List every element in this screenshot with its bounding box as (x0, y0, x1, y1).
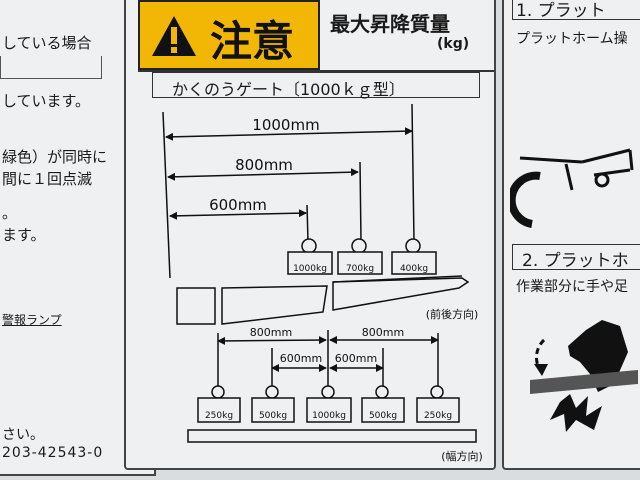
depth-dim-label-600: 600mm (209, 196, 267, 214)
depth-weight-label-1000: 1000kg (293, 264, 327, 274)
depth-diagram (162, 103, 477, 443)
width-weight-label-1000: 1000kg (312, 411, 346, 421)
step1-box (512, 0, 640, 20)
drop-line-1000 (411, 103, 415, 243)
left-line-3: 緑色）が同時に (2, 148, 108, 166)
step2-box (512, 244, 640, 270)
max-lift-title: 最大昇降質量 (330, 12, 450, 36)
width-weight-500-left (251, 385, 295, 423)
dim-line-800 (167, 168, 359, 181)
left-line-5: 。 (2, 204, 18, 222)
left-line-4: 間に１回点滅 (2, 170, 93, 188)
width-weight-500-right (361, 385, 405, 423)
part-number: 203-42543-0 (2, 445, 104, 461)
step1-title: 1. プラット (516, 1, 606, 21)
left-line-8: さい。 (2, 427, 44, 443)
depth-weight-label-700: 700kg (346, 264, 374, 274)
platform-top-line (332, 275, 463, 283)
platform-section-3 (332, 277, 470, 311)
width-dim-label-600-left: 600mm (280, 352, 322, 365)
width-weight-label-500-right: 500kg (369, 411, 397, 421)
hand-pinch-warning-illustration (530, 320, 638, 432)
platform-section-2 (221, 285, 328, 325)
width-weight-1000 (306, 385, 352, 423)
truck-illustration (510, 148, 634, 228)
depth-weight-400 (391, 238, 437, 275)
drop-line-600 (306, 204, 309, 243)
gate-title-box (152, 72, 480, 98)
width-dim-800-left (217, 336, 327, 345)
width-weight-label-250-left: 250kg (205, 411, 233, 421)
right-label-panel (502, 0, 640, 470)
left-line-2: しています。 (2, 92, 91, 110)
rotate-arrow-icon (535, 338, 546, 371)
left-line-6: ます。 (2, 226, 46, 244)
left-line-7: 警報ランプ (2, 313, 62, 327)
left-line-1: している場合 (2, 34, 92, 52)
width-dim-label-600-right: 600mm (335, 352, 377, 365)
step2-text: 作業部分に手や足 (516, 279, 628, 295)
warning-header: 注意 (138, 0, 320, 70)
width-weight-label-500-left: 500kg (259, 411, 287, 421)
width-dim-label-800-left: 800mm (250, 326, 292, 339)
header-rule (138, 70, 494, 72)
step1-text: プラットホーム操 (516, 31, 628, 47)
warning-title: 注意 (210, 17, 295, 66)
width-weight-250-right (416, 385, 460, 423)
unit-kg: (kg) (437, 36, 470, 52)
width-dim-label-800-right: 800mm (362, 326, 404, 339)
depth-weight-label-400: 400kg (400, 264, 428, 274)
dim-line-600 (169, 209, 307, 220)
left-box (0, 56, 102, 79)
depth-weight-1000 (287, 238, 333, 275)
depth-direction-label: (前後方向) (426, 307, 479, 321)
depth-weight-700 (337, 238, 383, 275)
depth-origin-line (162, 111, 171, 279)
depth-dim-label-800: 800mm (235, 156, 293, 174)
depth-dim-label-1000: 1000mm (252, 116, 319, 134)
platform-section-1 (176, 287, 216, 325)
gate-title: かくのうゲート〔1000ｋｇ型〕 (172, 80, 405, 99)
width-direction-label: (幅方向) (441, 449, 483, 463)
warning-triangle-icon (152, 16, 196, 56)
step2-title: 2. プラットホ (522, 251, 629, 271)
width-platform (187, 429, 477, 443)
dim-line-1000 (165, 127, 413, 141)
width-weight-250-left (197, 385, 241, 423)
width-weight-label-250-right: 250kg (424, 411, 452, 421)
drop-line-800 (359, 161, 362, 243)
